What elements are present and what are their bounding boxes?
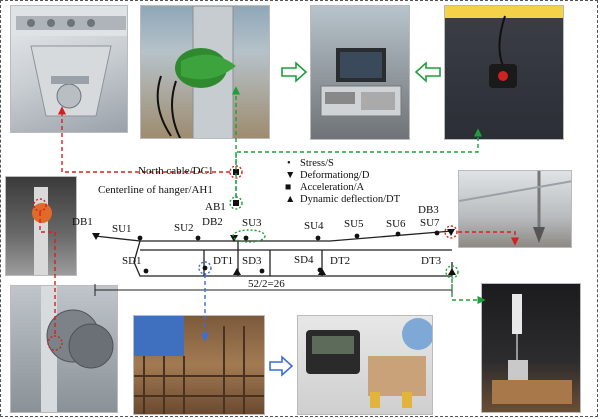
dt3-marker	[448, 268, 456, 275]
label-dt2: DT2	[330, 255, 350, 267]
label-su7: SU7	[420, 217, 440, 229]
db1-marker	[92, 233, 100, 240]
label-sd1: SD1	[122, 255, 142, 267]
legend-deflection-symbol: ▲	[285, 194, 295, 205]
label-su6: SU6	[386, 218, 406, 230]
photo-rebar-cage	[133, 315, 265, 415]
photo-hanger-lower	[5, 176, 77, 276]
dimension-label: 52/2=26	[248, 278, 285, 290]
photo-accelerometer-pavement	[444, 5, 564, 140]
label-hanger-centerline: Centerline of hanger/AH1	[98, 184, 213, 196]
acquisition-system-illustration	[320, 48, 402, 117]
su1-marker	[137, 235, 143, 241]
cable-anchor-illustration	[11, 6, 127, 117]
legend: • Stress/S ▼ Deformationg/D ■ Accelerati…	[285, 158, 401, 205]
photo-hanger-sensor	[140, 5, 270, 139]
su7-marker	[434, 230, 440, 236]
legend-stress-text: Stress/S	[300, 158, 334, 169]
label-db3: DB3	[418, 204, 439, 216]
label-sd4: SD4	[294, 254, 314, 266]
dt3-highlight	[445, 265, 459, 279]
label-dt3: DT3	[421, 255, 442, 267]
sd3-marker	[259, 268, 265, 274]
legend-stress-symbol: •	[287, 158, 291, 169]
legend-deflection-text: Dynamic deflection/DT	[300, 194, 401, 205]
su3-marker	[243, 235, 249, 241]
photo-strain-logger	[297, 315, 433, 415]
green-flow-arrows	[281, 61, 441, 83]
rebar-cage-illustration	[134, 316, 264, 414]
db3-highlight	[444, 225, 458, 239]
su6-marker	[395, 231, 401, 237]
label-su4: SU4	[304, 220, 324, 232]
laser-deflection-illustration	[492, 294, 572, 404]
su5-marker	[354, 233, 360, 239]
sd1-marker	[143, 268, 149, 274]
dt2-marker	[318, 268, 326, 275]
dc1-marker	[233, 169, 239, 175]
su2-marker	[195, 235, 201, 241]
deck-section-outline	[94, 230, 453, 277]
red-links	[39, 106, 520, 334]
label-su3: SU3	[242, 217, 262, 229]
anchorage-highlight	[47, 335, 63, 351]
ab1-marker	[233, 200, 239, 206]
strain-logger-illustration	[306, 318, 432, 408]
label-north-cable: North cable/DC1	[138, 165, 213, 177]
label-db2: DB2	[202, 216, 223, 228]
flow-arrow-left	[414, 61, 441, 83]
photo-cable-anchorage	[10, 285, 118, 413]
hanger-sensor-illustration	[156, 6, 236, 138]
label-su5: SU5	[344, 218, 364, 230]
label-db1: DB1	[72, 216, 93, 228]
label-su2: SU2	[174, 222, 194, 234]
db3-marker	[447, 229, 455, 236]
dc1-highlight	[229, 165, 243, 179]
legend-acceleration-text: Acceleration/A	[300, 182, 365, 193]
photo-laser-deflection	[481, 283, 581, 413]
sd4-marker	[317, 267, 323, 273]
flow-arrow-blue	[269, 355, 294, 377]
deck-hangers-illustration	[459, 171, 571, 243]
green-links	[231, 86, 486, 305]
sensor-markers	[92, 169, 456, 275]
flow-arrow-right	[281, 61, 308, 83]
label-ab1: AB1	[205, 201, 226, 213]
cable-anchorage-illustration	[41, 286, 114, 412]
sd2-marker	[202, 265, 208, 271]
hanger-lower-highlight	[33, 198, 47, 212]
label-su1: SU1	[112, 223, 132, 235]
su4-marker	[315, 235, 321, 241]
su3-highlight	[232, 229, 266, 243]
label-sd3: SD3	[242, 255, 262, 267]
legend-deformation-text: Deformationg/D	[300, 170, 370, 181]
legend-acceleration-symbol: ■	[285, 182, 291, 193]
accelerometer-illustration	[445, 6, 563, 88]
legend-deformation-symbol: ▼	[285, 170, 295, 181]
photo-acquisition-system	[310, 5, 410, 140]
label-dt1: DT1	[213, 255, 233, 267]
ab1-highlight	[229, 196, 243, 210]
photo-cable-anchor	[10, 5, 128, 133]
dt1-marker	[233, 268, 241, 275]
